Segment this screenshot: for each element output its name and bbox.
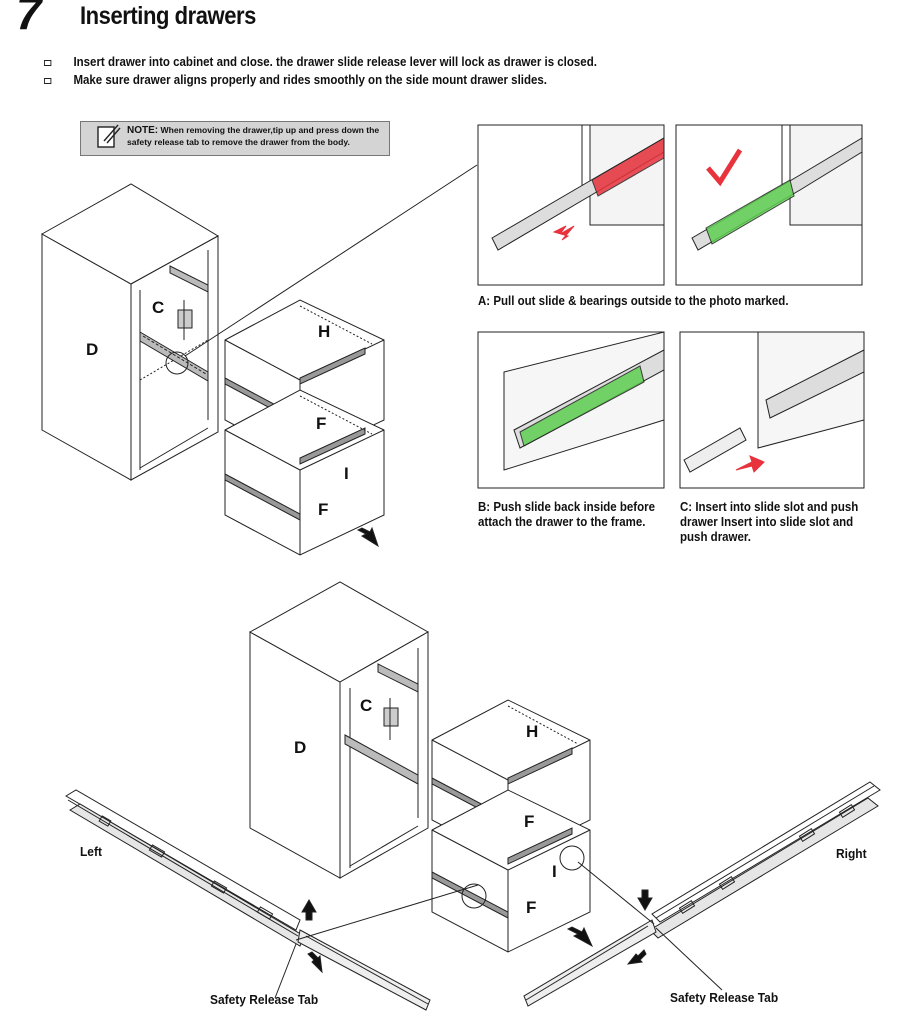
top-cabinet-d [40,164,478,481]
photo-panel-b [477,331,665,489]
step-number: 7 [16,0,42,39]
label-f-bottom-upper: F [524,812,535,831]
note-body: When removing the drawer,tip up and pres… [127,125,380,147]
page-title: Inserting drawers [80,2,256,30]
label-left-slide: Left [80,844,102,859]
label-d-top: D [86,340,99,359]
bullet-icon [44,59,52,66]
label-f-top-upper: F [316,414,327,433]
pencil-note-icon [97,124,121,148]
note-box [80,121,390,156]
label-h-top: H [318,322,331,341]
label-d-bottom: D [294,738,307,757]
label-c-bottom: C [360,696,373,715]
instruction-2: Make sure drawer aligns properly and rid… [44,73,547,87]
instruction-1: Insert drawer into cabinet and close. th… [44,55,597,69]
label-f-bottom-lower: F [526,898,537,917]
note-text: NOTE: When removing the drawer,tip up an… [127,125,389,148]
top-drawer-lower [224,389,385,556]
label-right-slide: Right [836,846,867,861]
bottom-drawer-lower [431,789,591,953]
caption-a: A: Pull out slide & bearings outside to … [478,294,789,308]
photo-panel-a2 [675,124,863,286]
label-safety-tab-left: Safety Release Tab [210,992,319,1007]
label-f-top-lower: F [318,500,329,519]
photo-panel-a1 [477,124,665,286]
bullet-icon [44,77,52,84]
caption-b: B: Push slide back inside before attach … [478,500,656,529]
label-safety-tab-right: Safety Release Tab [670,990,779,1005]
label-c-top: C [152,298,165,317]
label-i-bottom: I [552,862,557,881]
note-label: NOTE: [127,125,159,136]
caption-c: C: Insert into slide slot and push drawe… [680,500,859,544]
label-i-top: I [344,464,349,483]
bottom-cabinet-d [248,581,430,879]
photo-panel-c [679,331,865,489]
left-slide [65,789,479,1011]
right-slide [523,781,881,1007]
label-h-bottom: H [526,722,539,741]
